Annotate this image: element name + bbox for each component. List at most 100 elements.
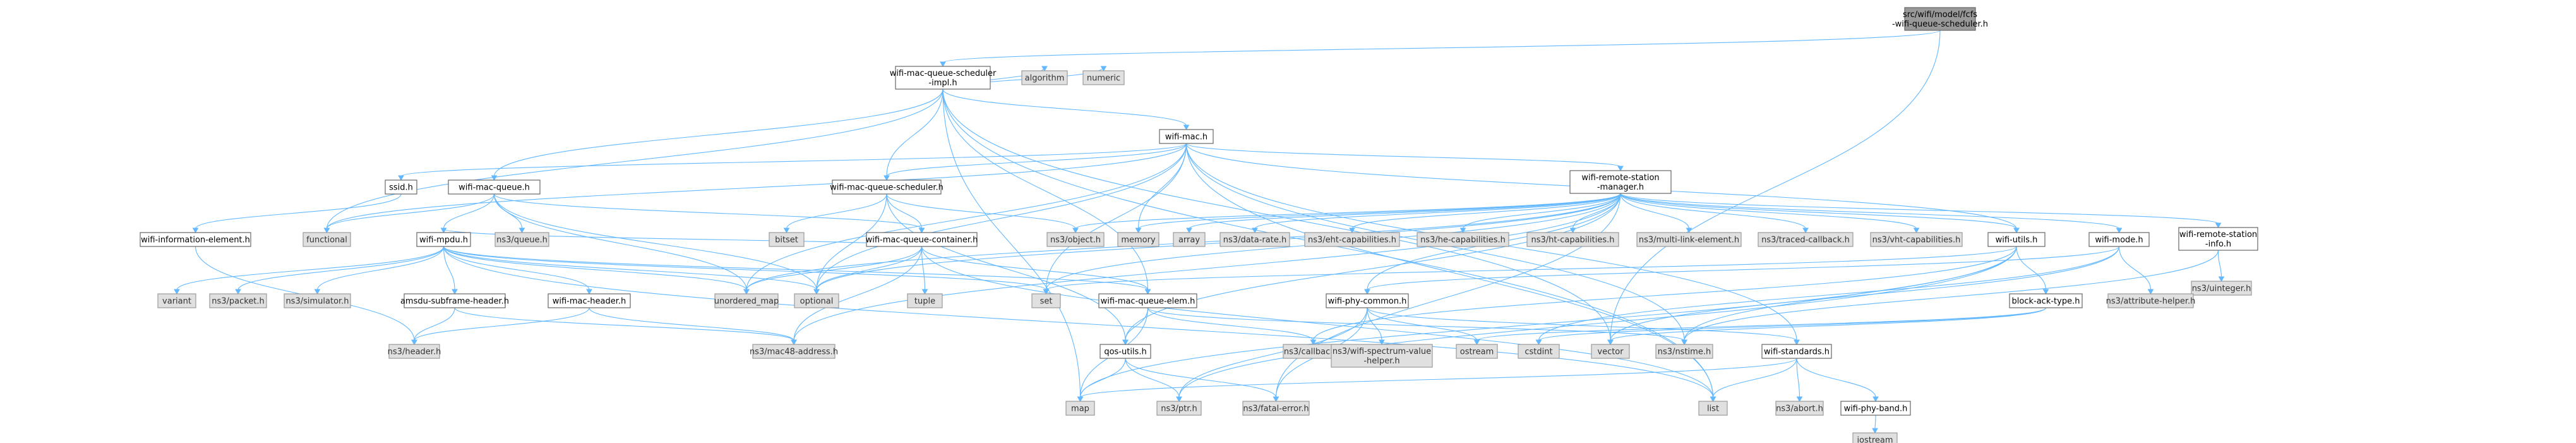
- edge-line: [1620, 193, 1690, 229]
- edge-wrsm-to-vhtcap: [1620, 193, 1920, 234]
- node-label: wifi-remote-station: [2179, 230, 2257, 240]
- node-wmode[interactable]: wifi-mode.h: [2088, 232, 2150, 247]
- edge-line: [1079, 358, 1126, 398]
- edge-line: [816, 143, 1187, 291]
- node-qos[interactable]: qos-utils.h: [1099, 344, 1151, 359]
- edge-wmode-to-wpc: [1364, 246, 2120, 295]
- node-wutils[interactable]: wifi-utils.h: [1987, 232, 2046, 247]
- node-wsvh: ns3/wifi-spectrum-value-helper.h: [1331, 344, 1433, 368]
- edge-line: [326, 143, 1187, 229]
- node-box: [1304, 232, 1400, 247]
- edge-arrowhead: [192, 228, 199, 234]
- edge-wmpdu-to-variant: [174, 246, 445, 295]
- node-label: ns3/packet.h: [212, 297, 265, 306]
- edge-line: [326, 193, 495, 229]
- edge-line: [1620, 193, 2120, 229]
- node-label: wifi-phy-band.h: [1844, 404, 1908, 414]
- edge-amsdu-to-mac48: [454, 307, 797, 346]
- node-label: wifi-utils.h: [1996, 236, 2038, 245]
- edge-bat-to-ostream: [1473, 307, 2047, 346]
- edge-line: [1147, 307, 1685, 341]
- edge-arrowhead: [1681, 339, 1687, 346]
- node-box: [866, 232, 978, 247]
- node-label: ns3/mac48-address.h: [750, 348, 838, 357]
- edge-arrowhead: [783, 228, 790, 234]
- edge-root-to-impl: [940, 30, 1941, 68]
- edge-wifimac-to-wrsm: [1185, 143, 1624, 172]
- edge-arrowhead: [323, 228, 330, 234]
- edge-line: [443, 246, 1047, 291]
- node-box: [2088, 232, 2150, 247]
- node-wstd[interactable]: wifi-standards.h: [1761, 344, 1832, 359]
- node-root[interactable]: src/wifi/model/fcfs-wifi-queue-scheduler…: [1892, 7, 1988, 31]
- node-wrsi[interactable]: wifi-remote-station-info.h: [2178, 227, 2258, 251]
- node-label: ns3/fatal-error.h: [1243, 404, 1309, 414]
- node-box: [1099, 344, 1151, 359]
- edge-line: [1045, 246, 2017, 291]
- edge-line: [942, 88, 1149, 291]
- edge-wmheader-to-mac48: [589, 307, 797, 346]
- node-box: [1761, 344, 1832, 359]
- node-wpc[interactable]: wifi-phy-common.h: [1326, 293, 1409, 308]
- node-label: -helper.h: [1363, 356, 1399, 366]
- edge-wrsm-to-datarate: [1252, 193, 1621, 234]
- node-wpb[interactable]: wifi-phy-band.h: [1840, 401, 1911, 416]
- node-array: array: [1173, 232, 1206, 247]
- node-label: wifi-remote-station: [1581, 173, 1659, 183]
- edge-wmode-to-attrhelper: [2118, 246, 2154, 295]
- node-wrsm[interactable]: wifi-remote-station-manager.h: [1569, 170, 1672, 194]
- edge-line: [443, 246, 1714, 398]
- edge-arrowhead: [1364, 289, 1370, 295]
- node-wmqc[interactable]: wifi-mac-queue-container.h: [866, 232, 978, 247]
- edge-line: [1684, 250, 2219, 341]
- node-label: algorithm: [1025, 74, 1065, 83]
- node-label: variant: [162, 297, 191, 306]
- edge-wmqe-to-callback: [1147, 307, 1317, 346]
- node-tracedcb: ns3/traced-callback.h: [1758, 232, 1854, 247]
- node-box: [1159, 129, 1214, 144]
- node-label: ns3/abort.h: [1776, 404, 1823, 414]
- node-label: wifi-standards.h: [1764, 348, 1830, 357]
- node-wmpdu[interactable]: wifi-mpdu.h: [416, 232, 471, 247]
- node-wie[interactable]: wifi-information-element.h: [140, 232, 251, 247]
- edge-line: [237, 246, 445, 291]
- edge-line: [816, 193, 1621, 291]
- node-amsdu[interactable]: amsdu-subframe-header.h: [400, 293, 509, 308]
- edge-arrowhead: [884, 175, 890, 181]
- node-label: memory: [1121, 236, 1156, 245]
- node-label: ns3/he-capabilities.h: [1420, 236, 1506, 245]
- edge-qos-to-ptr: [1125, 358, 1182, 403]
- node-label: tuple: [914, 297, 935, 306]
- edge-line: [1079, 358, 1797, 398]
- edge-line: [886, 143, 1187, 177]
- edge-arrowhead: [1041, 66, 1048, 72]
- edge-arrowhead: [813, 289, 820, 295]
- node-ssid[interactable]: ssid.h: [385, 179, 417, 195]
- edge-line: [1178, 307, 1368, 398]
- node-label: wifi-mac-queue-elem.h: [1101, 297, 1195, 306]
- edge-line: [1045, 143, 1187, 291]
- node-bat[interactable]: block-ack-type.h: [2009, 293, 2083, 308]
- edge-line: [921, 246, 1149, 291]
- edge-line: [921, 246, 1714, 398]
- edge-arrowhead: [1796, 396, 1803, 403]
- node-wmqe[interactable]: wifi-mac-queue-elem.h: [1098, 293, 1197, 308]
- node-vector: vector: [1591, 344, 1630, 359]
- node-wmqueue[interactable]: wifi-mac-queue.h: [448, 179, 541, 195]
- node-algorithm: algorithm: [1021, 70, 1068, 85]
- edge-wifimac-to-wmqsched: [884, 143, 1187, 181]
- node-wmheader[interactable]: wifi-mac-header.h: [548, 293, 631, 308]
- edge-wmpdu-to-amsdu: [443, 246, 458, 295]
- node-wifimac[interactable]: wifi-mac.h: [1159, 129, 1214, 144]
- edge-wstd-to-map: [1077, 358, 1797, 403]
- node-box: [1219, 232, 1290, 247]
- edge-line: [493, 193, 523, 229]
- node-box: [1840, 401, 1911, 416]
- node-wmqsched[interactable]: wifi-mac-queue-scheduler.h: [830, 179, 944, 195]
- node-impl[interactable]: wifi-mac-queue-scheduler-impl.h: [890, 66, 997, 90]
- edge-line: [1125, 358, 1277, 398]
- node-set: set: [1031, 293, 1061, 308]
- node-label: functional: [306, 236, 347, 245]
- node-box: [832, 179, 942, 195]
